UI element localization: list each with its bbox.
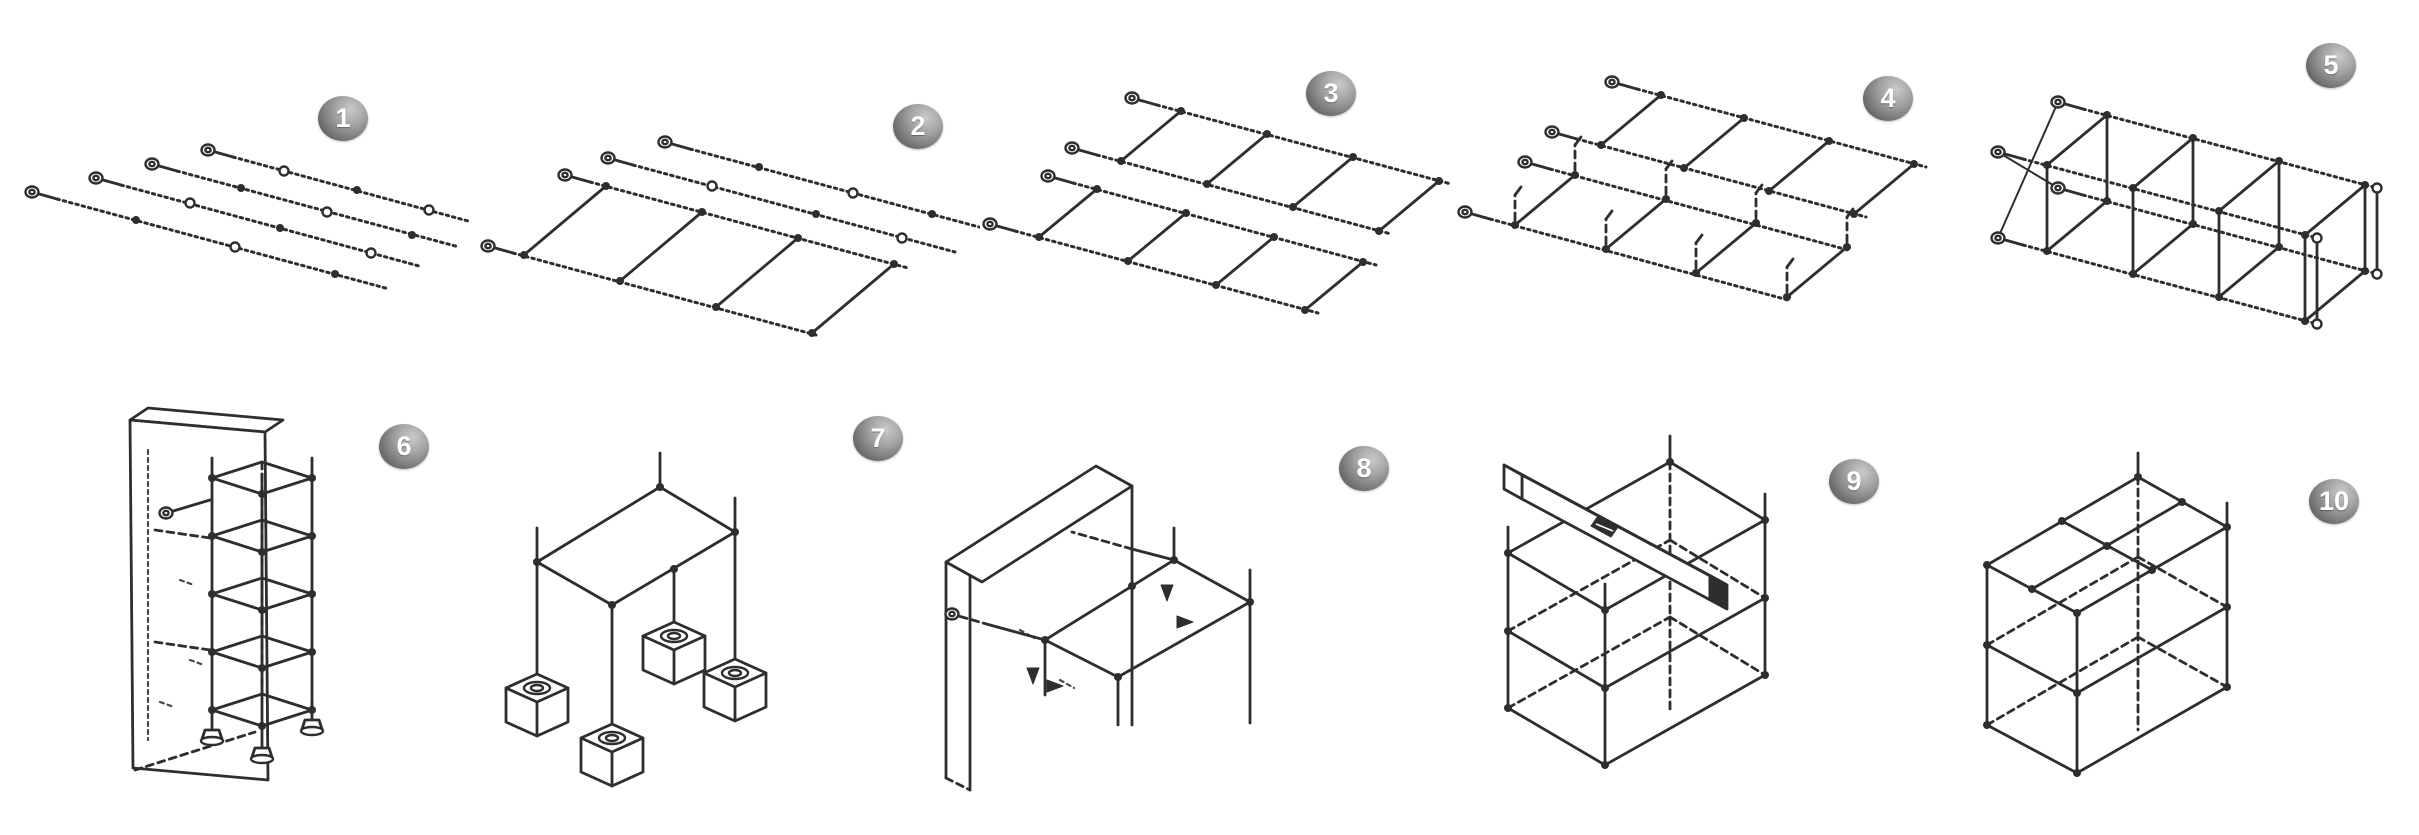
step-badge-7: 7: [853, 416, 903, 461]
panel-step-4: 4: [1450, 0, 1940, 370]
step-number: 10: [2318, 486, 2350, 516]
loose-tube-rails-illustration: [24, 143, 470, 291]
step-number: 8: [1356, 453, 1372, 483]
lattice-girder-illustration: [1990, 95, 2383, 330]
panel-step-10: 10: [1930, 380, 2419, 835]
frame-on-footings-illustration: [504, 451, 768, 788]
completed-cube-frame-illustration: [1983, 451, 2231, 777]
panel-step-9: 9: [1430, 380, 1930, 835]
panel-step-2: 2: [480, 0, 980, 360]
step-badge-2: 2: [893, 104, 943, 149]
step-number: 4: [1880, 83, 1896, 113]
panel-step-3: 3: [980, 0, 1450, 370]
step-badge-10: 10: [2309, 479, 2359, 524]
step-badge-5: 5: [2306, 43, 2356, 88]
step-badge-1: 1: [318, 96, 368, 141]
step-number: 5: [2323, 50, 2339, 80]
panel-step-6: 6: [60, 380, 510, 835]
cube-frame-with-beam-illustration: [1502, 434, 1769, 769]
panel-step-1: 1: [0, 0, 480, 360]
panel-step-7: 7: [490, 380, 970, 835]
two-ladder-grids-illustration: [982, 91, 1450, 315]
grids-with-stud-pins-illustration: [1457, 75, 1928, 302]
panel-step-8: 8: [930, 380, 1430, 835]
step-badge-4: 4: [1863, 76, 1913, 121]
partially-assembled-grid-illustration: [480, 135, 980, 337]
step-badge-3: 3: [1306, 71, 1356, 116]
step-number: 6: [396, 431, 412, 461]
step-number: 1: [335, 103, 351, 133]
panel-step-5: 5: [1940, 0, 2419, 370]
step-number: 2: [910, 111, 926, 141]
wall-slab: [944, 464, 1134, 792]
step-number: 3: [1323, 78, 1339, 108]
step-number: 7: [870, 423, 886, 453]
step-number: 9: [1846, 466, 1862, 496]
frame-anchored-to-wall-illustration: [944, 464, 1254, 792]
step-badge-9: 9: [1829, 459, 1879, 504]
tower-frame: [153, 456, 325, 765]
anchored-frame: [944, 526, 1254, 727]
step-badge-8: 8: [1339, 446, 1389, 491]
step-badge-6: 6: [379, 424, 429, 469]
tower-beside-wall-illustration: [128, 406, 325, 782]
timber-beam: [1502, 463, 1729, 611]
